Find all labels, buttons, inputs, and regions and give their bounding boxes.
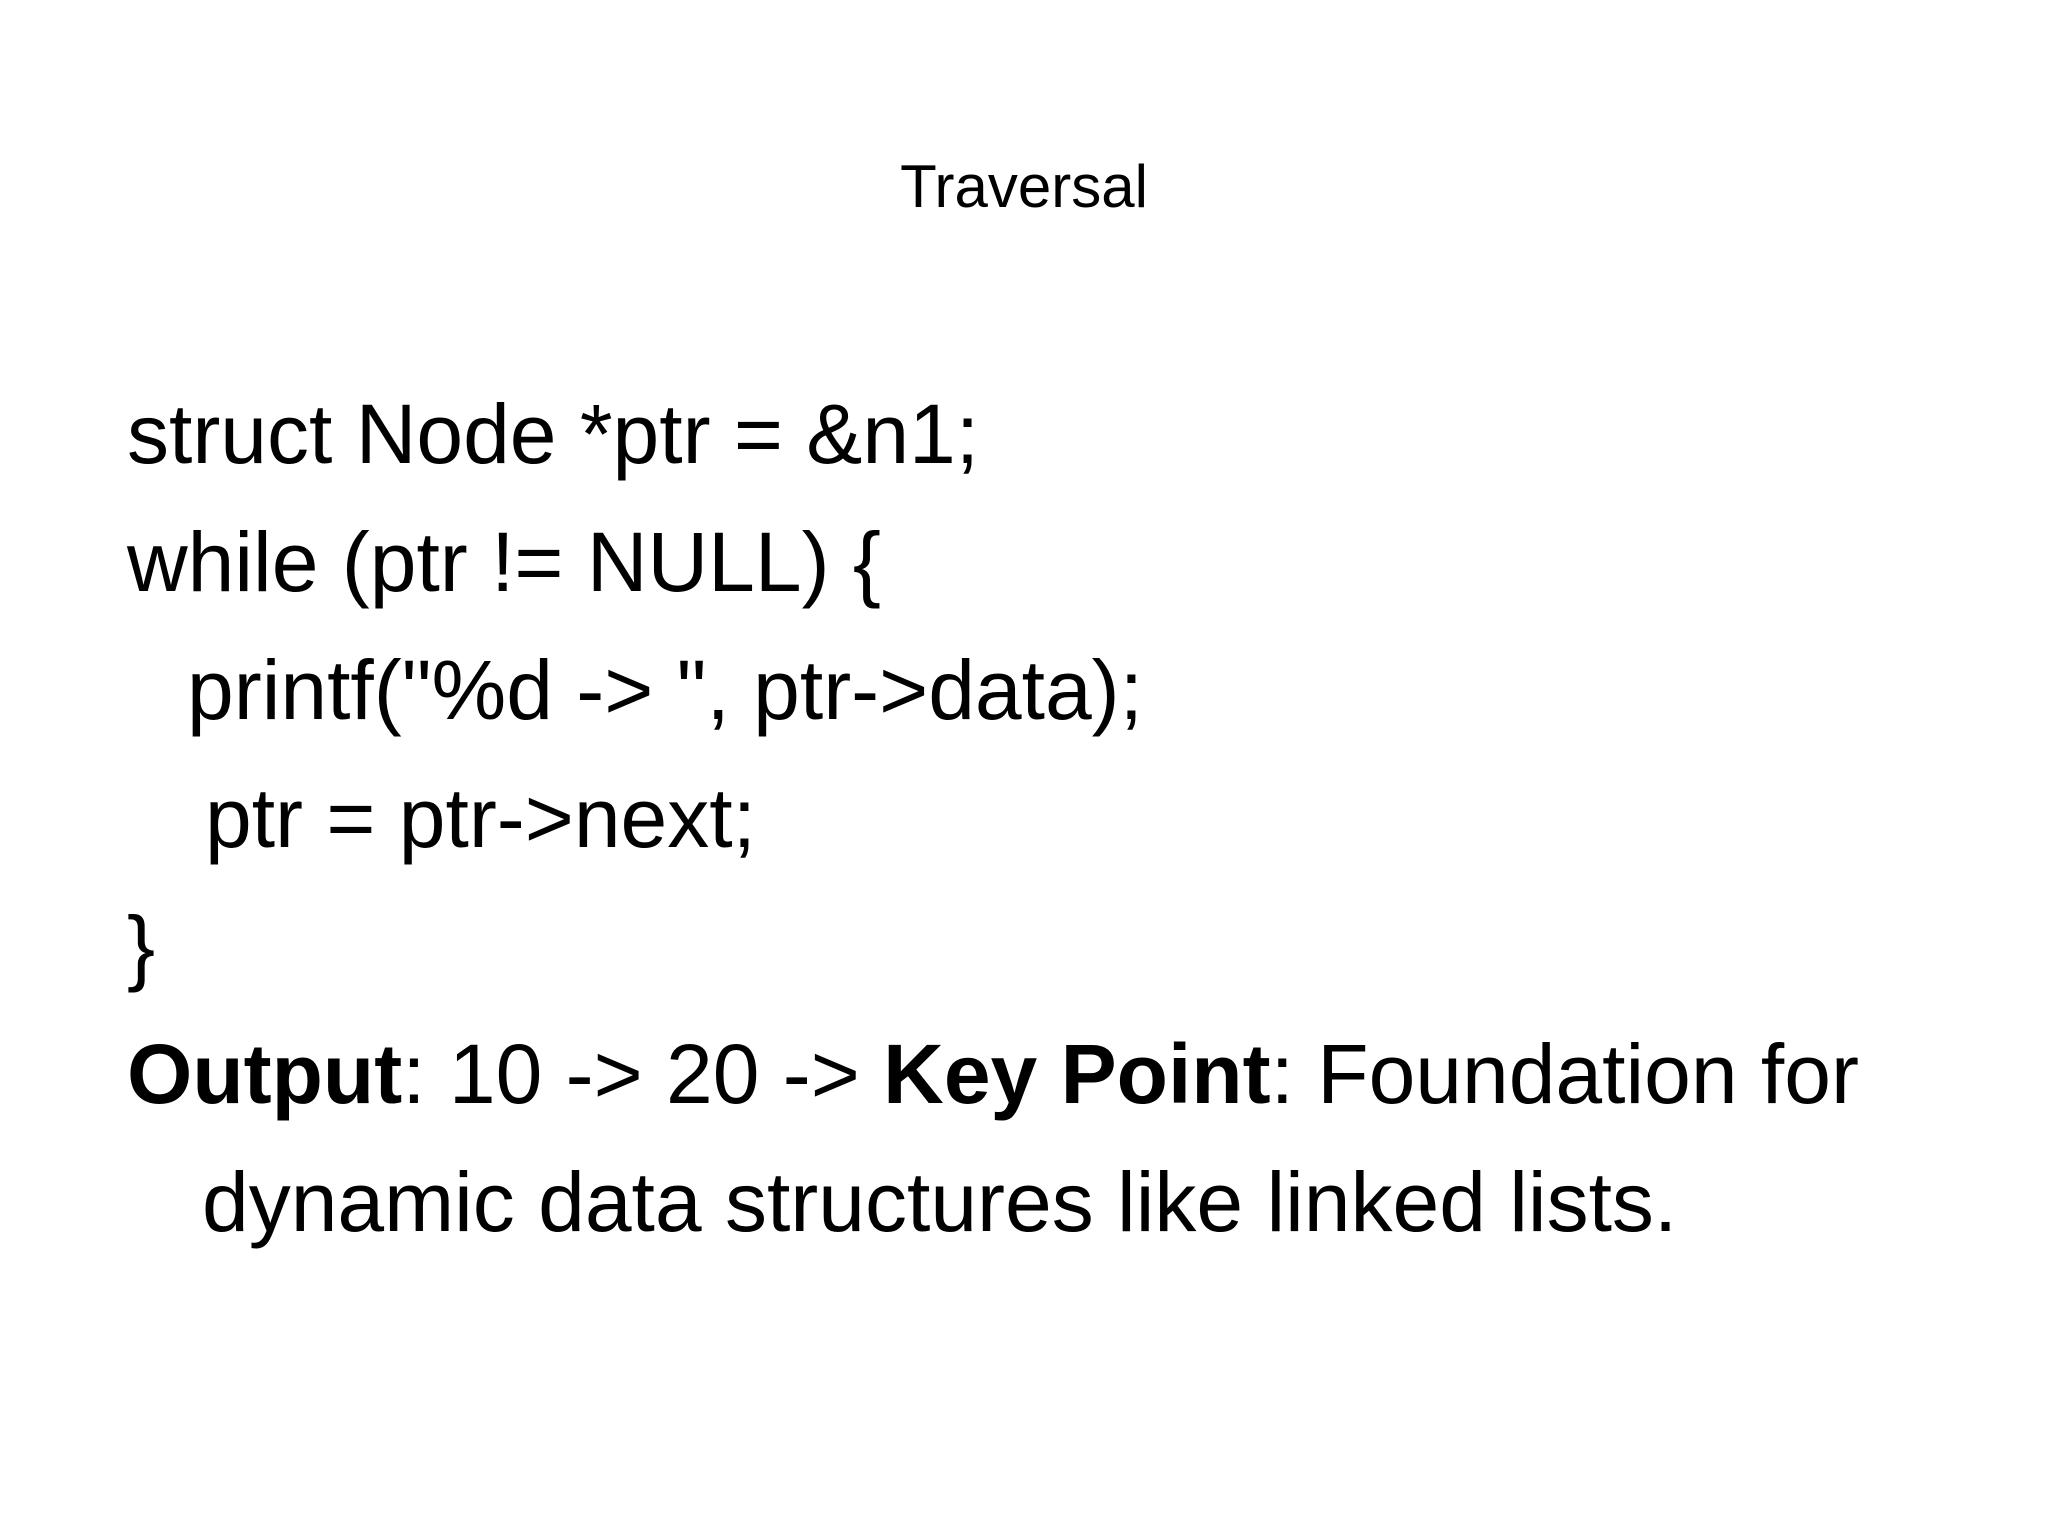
- keypoint-text: : Foundation for dynamic data structures…: [202, 1027, 1859, 1249]
- output-sequence: : 10 -> 20 ->: [402, 1027, 884, 1121]
- code-line-closing-brace: }: [127, 899, 156, 993]
- code-line-while-loop: while (ptr != NULL) {: [127, 515, 881, 609]
- code-line-printf: printf("%d -> ", ptr->data);: [187, 643, 1143, 737]
- output-paragraph: Output: 10 -> 20 -> Key Point: Foundatio…: [127, 1010, 1902, 1266]
- keypoint-label: Key Point: [883, 1027, 1271, 1121]
- code-line-pointer-advance: ptr = ptr->next;: [205, 771, 756, 865]
- code-line-struct-declaration: struct Node *ptr = &n1;: [127, 387, 980, 481]
- slide-title: Traversal: [900, 153, 1148, 220]
- output-label: Output: [127, 1027, 403, 1121]
- slide-body: struct Node *ptr = &n1; while (ptr != NU…: [127, 370, 1997, 1266]
